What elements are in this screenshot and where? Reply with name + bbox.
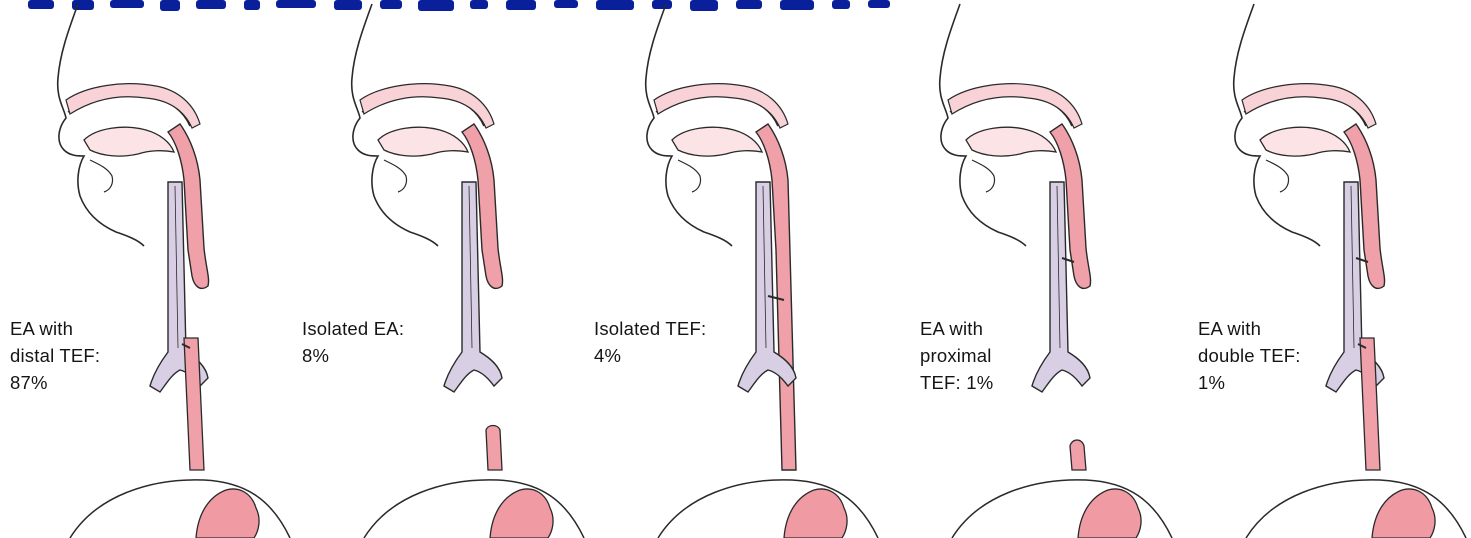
panel-caption: EA with double TEF: 1%	[1198, 316, 1348, 396]
head-profile-outline	[646, 4, 732, 246]
panel-caption: EA with distal TEF: 87%	[10, 316, 160, 396]
distal-esophagus	[1070, 440, 1086, 470]
stomach	[1372, 489, 1435, 538]
oral-cavity-outline	[1260, 127, 1350, 156]
oral-cavity-outline	[672, 127, 762, 156]
panel-ea-double-tef: EA with double TEF: 1%	[1176, 0, 1470, 538]
oral-cavity-outline	[84, 127, 174, 156]
stomach	[196, 489, 259, 538]
nasal-cavity	[66, 84, 200, 128]
mouth-curl	[972, 160, 995, 192]
oral-cavity-outline	[966, 127, 1056, 156]
nasal-cavity	[948, 84, 1082, 128]
nasal-cavity	[1242, 84, 1376, 128]
panel-caption: Isolated TEF: 4%	[594, 316, 744, 370]
head-profile-outline	[940, 4, 1026, 246]
nasal-cavity	[360, 84, 494, 128]
mouth-curl	[90, 160, 113, 192]
mouth-curl	[384, 160, 407, 192]
panel-ea-proximal-tef: EA with proximal TEF: 1%	[882, 0, 1176, 538]
stomach	[1078, 489, 1141, 538]
anatomy-illustration-isolated-tef	[588, 0, 882, 538]
head-profile-outline	[352, 4, 438, 246]
panel-caption: EA with proximal TEF: 1%	[920, 316, 1070, 396]
distal-esophagus	[1360, 338, 1380, 470]
anatomy-illustration-ea-double-tef	[1176, 0, 1470, 538]
head-profile-outline	[58, 4, 144, 246]
distal-esophagus	[184, 338, 204, 470]
head-profile-outline	[1234, 4, 1320, 246]
mouth-curl	[1266, 160, 1289, 192]
distal-esophagus	[486, 426, 502, 471]
mouth-curl	[678, 160, 701, 192]
anatomy-illustration-isolated-ea	[294, 0, 588, 538]
panel-isolated-ea: Isolated EA: 8%	[294, 0, 588, 538]
panel-isolated-tef: Isolated TEF: 4%	[588, 0, 882, 538]
panel-caption: Isolated EA: 8%	[302, 316, 452, 370]
anatomy-illustration-ea-proximal-tef	[882, 0, 1176, 538]
panel-ea-distal-tef: EA with distal TEF: 87%	[0, 0, 294, 538]
nasal-cavity	[654, 84, 788, 128]
anatomy-illustration-ea-distal-tef	[0, 0, 294, 538]
stomach	[784, 489, 847, 538]
stomach	[490, 489, 553, 538]
oral-cavity-outline	[378, 127, 468, 156]
